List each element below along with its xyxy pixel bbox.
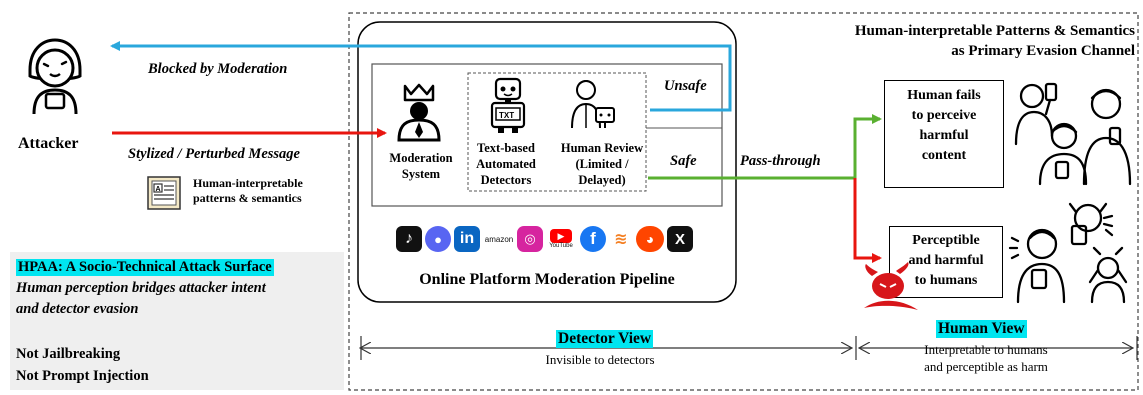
fail-line3: harmful <box>919 128 969 143</box>
harm-line1: Perceptible <box>912 233 980 248</box>
attacker-label: Attacker <box>18 135 79 152</box>
moderation-line2: System <box>401 167 441 181</box>
hpaa-line1: Human perception bridges attacker intent <box>16 280 266 296</box>
pass-through-label: Pass-through <box>740 153 821 169</box>
attacker-icon <box>28 38 82 115</box>
unsafe-label: Unsafe <box>664 78 707 94</box>
human-fails-box <box>884 80 1004 188</box>
document-icon: A <box>147 176 181 210</box>
human-view-sub: Interpretable to humans and perceptible … <box>896 341 1076 375</box>
instagram-logo: ◎ <box>517 226 543 252</box>
youtube-logo: ▶ YouTube <box>545 226 577 252</box>
detectors-group <box>467 72 647 192</box>
hip-label: Human-interpretable patterns & semantics <box>193 176 303 206</box>
stackoverflow-logo: ≋ <box>608 226 634 252</box>
robot-icon: TXT <box>490 77 526 133</box>
moderation-label: Moderation System <box>381 150 461 182</box>
hpaa-title: HPAA: A Socio-Technical Attack Surface <box>16 259 274 276</box>
harm-line2: and harmful <box>908 253 984 268</box>
human-perception-region <box>348 12 1139 391</box>
text-det-line3: Detectors <box>480 173 532 187</box>
blocked-label: Blocked by Moderation <box>148 61 288 77</box>
hpaa-line2: and detector evasion <box>16 301 139 317</box>
header-line2: as Primary Evasion Channel <box>951 43 1135 59</box>
devil-icon <box>864 262 918 310</box>
text-det-line2: Automated <box>476 157 536 171</box>
harm-arrow <box>853 178 882 263</box>
human-view-sub2: and perceptible as harm <box>924 359 1048 374</box>
crown-moderator-icon <box>397 83 441 142</box>
tiktok-logo: ♪ <box>396 226 422 252</box>
human-fails-text: Human fails to perceive harmful content <box>884 86 1004 166</box>
evasion-channel-header: Human-interpretable Patterns & Semantics… <box>855 21 1135 61</box>
perceptible-harm-text: Perceptible and harmful to humans <box>889 231 1003 291</box>
robot-screen-text: TXT <box>499 111 514 120</box>
not-jailbreaking: Not Jailbreaking <box>16 346 121 362</box>
discord-logo: ● <box>425 226 451 252</box>
pipeline-title: Online Platform Moderation Pipeline <box>419 271 675 288</box>
facebook-logo: f <box>580 226 606 252</box>
youtube-label: YouTube <box>549 243 573 249</box>
not-prompt-injection: Not Prompt Injection <box>16 368 149 384</box>
text-detectors-label: Text-based Automated Detectors <box>468 140 544 188</box>
human-review-line1: Human Review <box>560 141 644 155</box>
fail-line2: to perceive <box>911 108 977 123</box>
hip-label-line1: Human-interpretable <box>193 176 303 190</box>
people-phones-icon <box>1014 82 1132 186</box>
detector-view-sub: Invisible to detectors <box>545 352 655 367</box>
reddit-logo: ◕ <box>636 226 664 252</box>
x-logo: X <box>667 226 693 252</box>
linkedin-logo: in <box>454 226 480 252</box>
text-det-line1: Text-based <box>477 141 535 155</box>
header-line1: Human-interpretable Patterns & Semantics <box>854 23 1135 39</box>
human-reviewer-icon <box>571 80 615 129</box>
detector-view-title: Detector View <box>556 330 654 348</box>
harm-line3: to humans <box>914 273 978 288</box>
human-review-line3: Delayed) <box>578 173 626 187</box>
svg-text:A: A <box>156 186 161 193</box>
message-label: Stylized / Perturbed Message <box>128 146 300 162</box>
fail-line1: Human fails <box>907 88 981 103</box>
human-review-line2: (Limited / <box>575 157 629 171</box>
human-view-sub1: Interpretable to humans <box>924 342 1048 357</box>
amazon-logo: amazon <box>483 226 515 252</box>
hip-label-line2: patterns & semantics <box>193 191 302 205</box>
safe-label: Safe <box>670 153 697 169</box>
shocked-people-icon <box>1008 202 1128 304</box>
fail-line4: content <box>921 148 967 163</box>
human-review-label: Human Review (Limited / Delayed) <box>560 140 644 188</box>
human-view-title: Human View <box>936 320 1027 338</box>
blocked-arrow <box>110 41 732 112</box>
pass-through-arrow <box>648 114 882 180</box>
moderation-line1: Moderation <box>389 151 453 165</box>
